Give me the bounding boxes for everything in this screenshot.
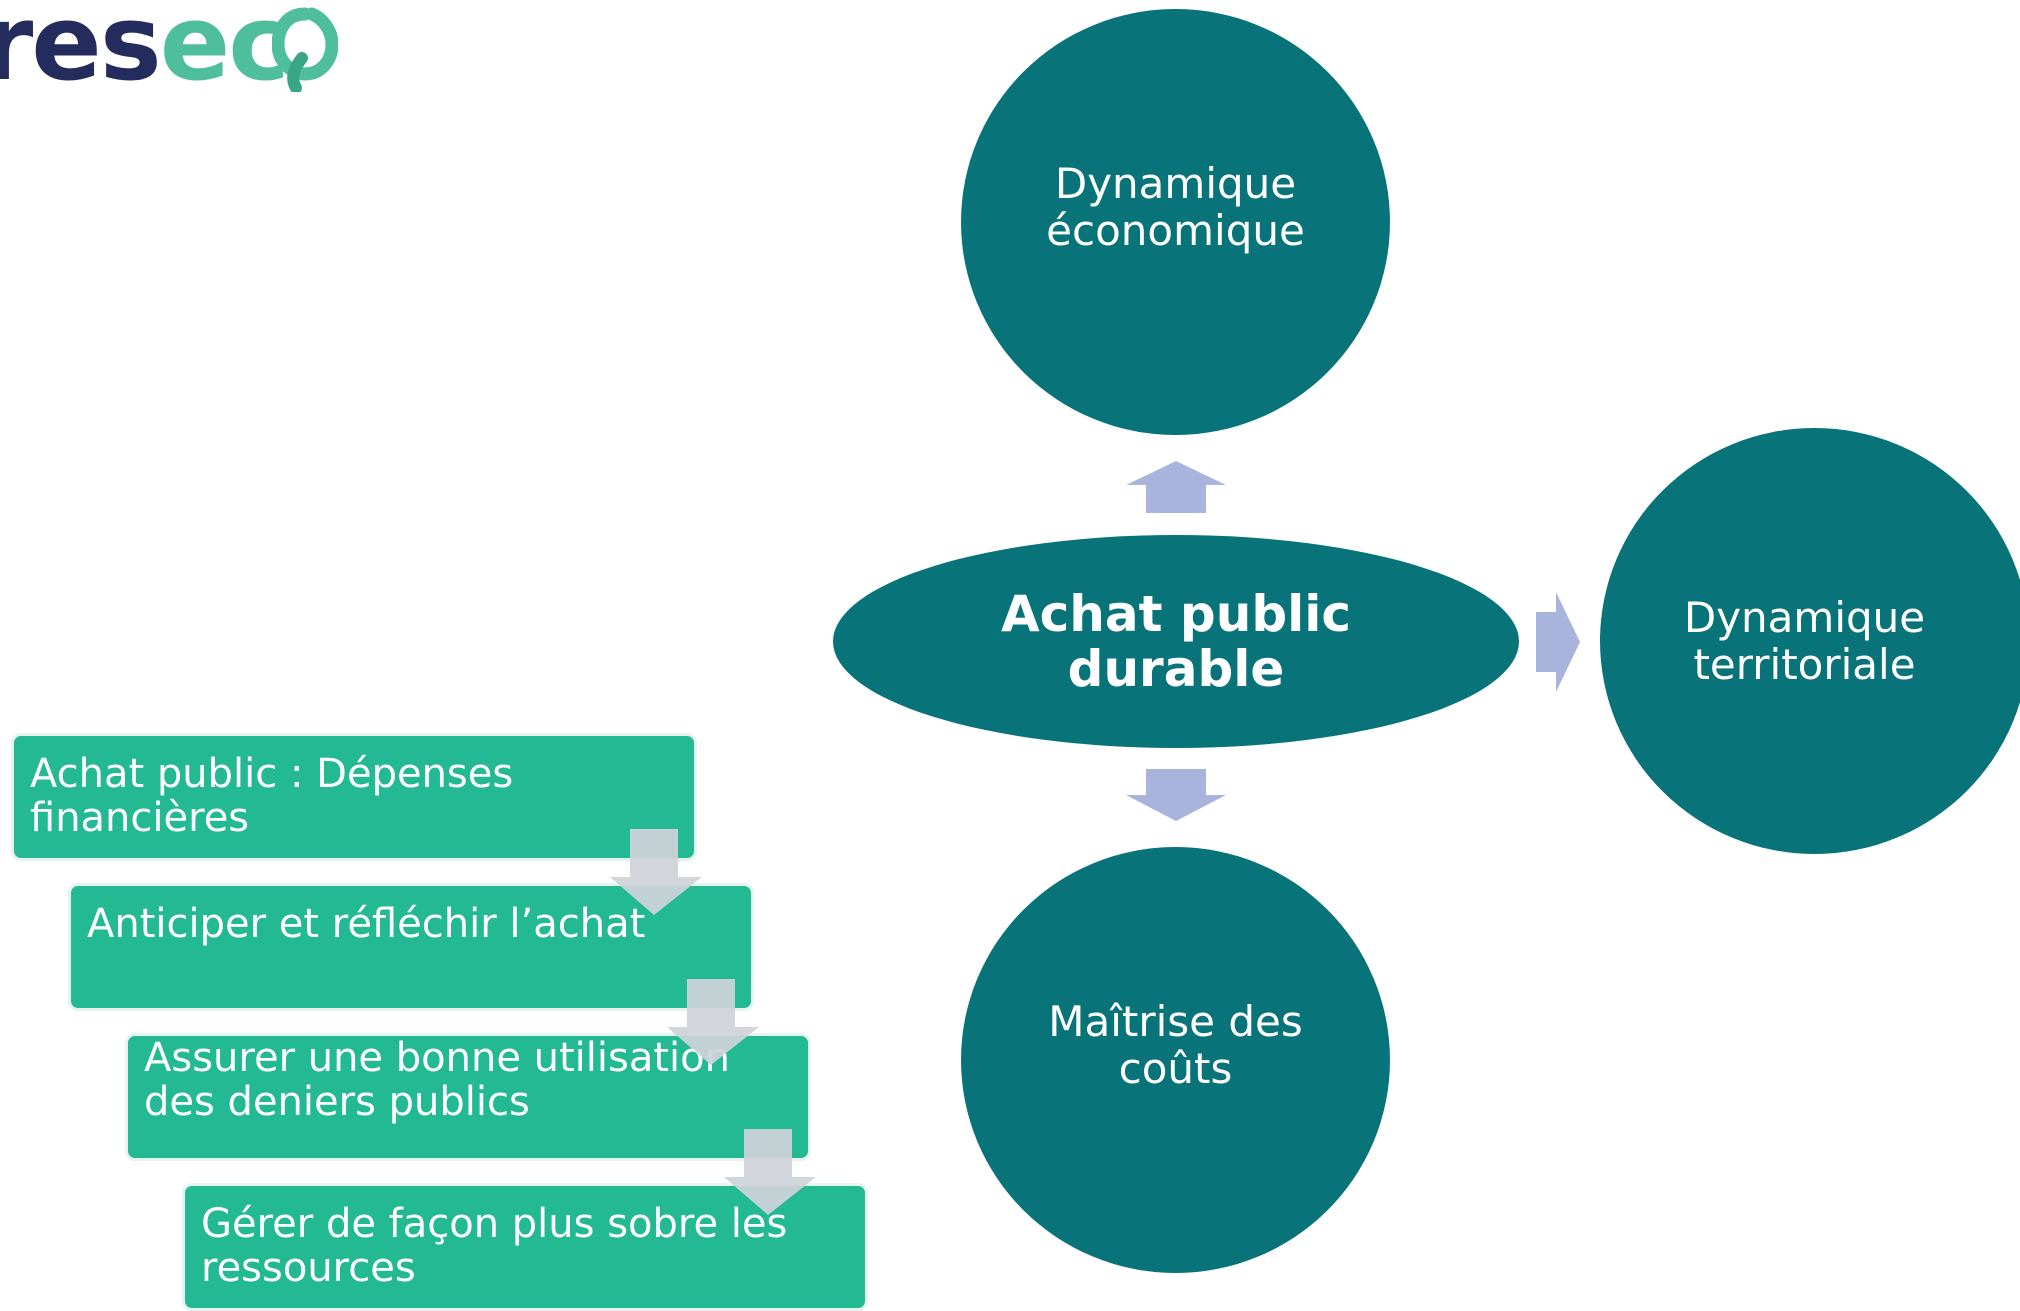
step-label-3: Assurer une bonne utilisation des denier… [144,1035,730,1125]
circle-dynamique-economique: Dynamique économique [961,9,1390,435]
step-arrow-down-icon [667,979,759,1065]
arrow-down-icon [1126,769,1226,821]
logo-text-eco: ec [159,0,290,104]
circle-dynamique-territoriale: Dynamique territoriale [1600,428,2020,854]
step-label-4: Gérer de façon plus sobre les ressources [201,1201,788,1291]
step-box-3: Assurer une bonne utilisation des denier… [125,1033,811,1161]
circle-maitrise-des-couts: Maîtrise des coûts [961,847,1390,1273]
reseco-logo: resec [0,0,290,98]
step-label-2: Anticiper et réfléchir l’achat [87,901,646,947]
arrow-right-icon [1536,592,1580,692]
center-achat-public-durable: Achat public durable [833,535,1519,748]
step-arrow-down-icon [610,829,702,915]
step-box-2: Anticiper et réfléchir l’achat [68,883,754,1011]
step-label-1: Achat public : Dépenses financières [30,751,514,841]
arrow-up-icon [1126,461,1226,513]
step-box-1: Achat public : Dépenses financières [11,733,697,861]
step-box-4: Gérer de façon plus sobre les ressources [182,1183,868,1311]
step-arrow-down-icon [724,1129,816,1215]
logo-text-res: res [0,0,162,104]
logo-o-leaf-icon [272,7,338,92]
